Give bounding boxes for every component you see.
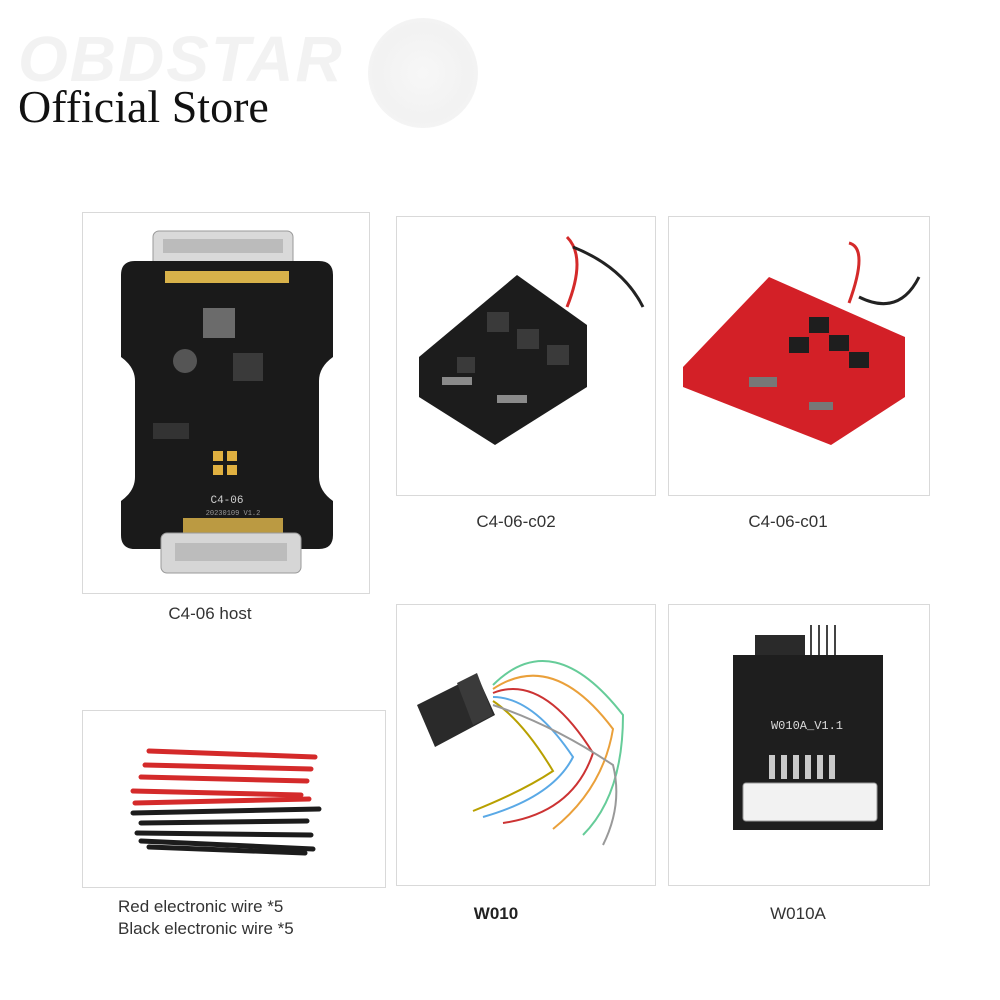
product-w010[interactable] <box>396 604 656 886</box>
caption-wires: Red electronic wire *5 Black electronic … <box>118 896 338 940</box>
caption-c4-06-host: C4-06 host <box>168 604 252 623</box>
caption-w010: W010 <box>473 904 519 923</box>
product-c4-06-c01[interactable] <box>668 216 930 496</box>
store-title: Official Store <box>18 81 269 132</box>
w010a-board-label: W010A_V1.1 <box>771 719 843 733</box>
product-c4-06-c02[interactable] <box>396 216 656 496</box>
caption-w010a: W010A <box>770 904 826 923</box>
product-c4-06-host[interactable]: C4-06 20230109 V1.2 <box>82 212 370 594</box>
caption-c4-06-c02: C4-06-c02 <box>476 512 556 531</box>
c4-06-c01-image <box>683 241 921 445</box>
product-wires[interactable] <box>82 710 386 888</box>
w010-image <box>417 660 625 846</box>
w010a-image: W010A_V1.1 <box>733 625 883 830</box>
caption-red-wire: Red electronic wire *5 <box>118 897 284 916</box>
c4-06-host-image: C4-06 20230109 V1.2 <box>121 230 333 574</box>
board-label: C4-06 <box>210 495 243 507</box>
c4-06-c02-image <box>419 235 645 445</box>
product-w010a[interactable]: W010A_V1.1 <box>668 604 930 886</box>
seal-watermark <box>368 18 478 128</box>
brand-watermark: OBDSTAR <box>18 23 344 95</box>
caption-black-wire: Black electronic wire *5 <box>118 919 294 938</box>
board-sub-label: 20230109 V1.2 <box>206 510 261 518</box>
caption-c4-06-c01: C4-06-c01 <box>748 512 828 531</box>
wires-image <box>130 748 322 856</box>
